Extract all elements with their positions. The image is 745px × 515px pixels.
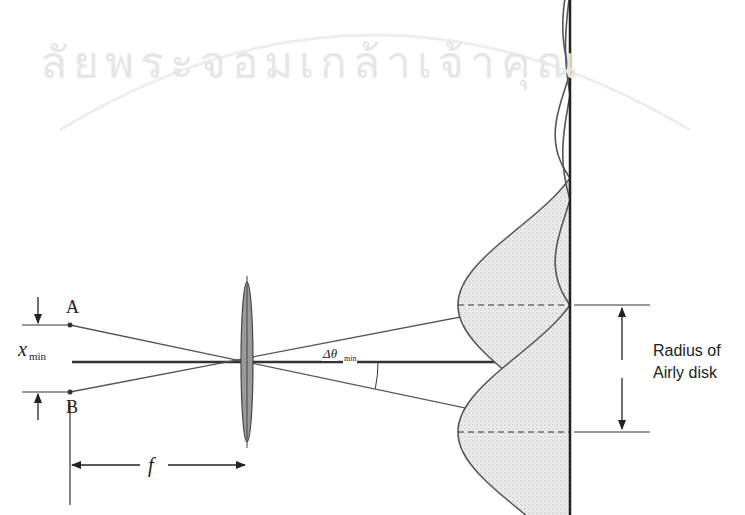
peak-line [458, 304, 570, 305]
subscript: min [29, 350, 46, 362]
airy-main-lobe [458, 305, 570, 515]
point-label: A [66, 298, 79, 318]
dimension-arrow [168, 464, 245, 465]
dimension-label: f [148, 454, 154, 476]
angle-arc [375, 362, 378, 389]
point-label: B [66, 398, 78, 418]
dimension-arrow [37, 297, 38, 323]
subscript: min [343, 355, 357, 364]
dimension-tick [22, 325, 70, 326]
dimension-arrow [72, 464, 140, 465]
watermark: ลัยพระจอมเกล้าเจ้าคุณ [40, 40, 583, 88]
peak-line [458, 431, 570, 432]
angle-label: Δθ [322, 347, 338, 361]
dimension-tick [574, 432, 650, 433]
dimension-tick [574, 305, 650, 306]
lens-axis [247, 276, 248, 448]
dimension-arrow [37, 394, 38, 420]
dimension-label: Radius of Airly disk [653, 340, 741, 383]
dimension-arrow [621, 308, 622, 360]
dimension-label: x [18, 338, 27, 360]
dimension-arrow [621, 378, 622, 429]
dimension-tick [22, 392, 70, 393]
dimension-tick [69, 402, 70, 505]
